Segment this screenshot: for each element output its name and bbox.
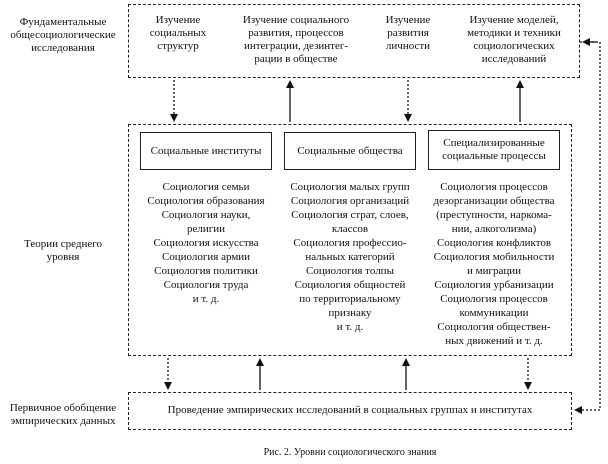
- header-social-societies-label: Социальные общества: [297, 145, 403, 157]
- middle-theories-box: [128, 124, 572, 356]
- label-fundamental: Фундаментальные общесоциологические иссл…: [10, 16, 116, 54]
- figure-caption: Рис. 2. Уровни социологического знания: [263, 447, 437, 458]
- header-social-societies: Социальные общества: [284, 132, 416, 170]
- label-primary-generalization: Первичное обобщение эмпирических данных: [9, 402, 117, 427]
- header-social-institutions: Социальные институты: [140, 132, 272, 170]
- fundamental-research-box: [128, 4, 580, 78]
- label-middle-theories: Теории среднего уровня: [24, 238, 102, 263]
- empirical-research-box: [128, 392, 572, 430]
- header-social-institutions-label: Социальные институты: [150, 145, 262, 157]
- empirical-research-text: Проведение эмпирических исследований в с…: [167, 404, 533, 416]
